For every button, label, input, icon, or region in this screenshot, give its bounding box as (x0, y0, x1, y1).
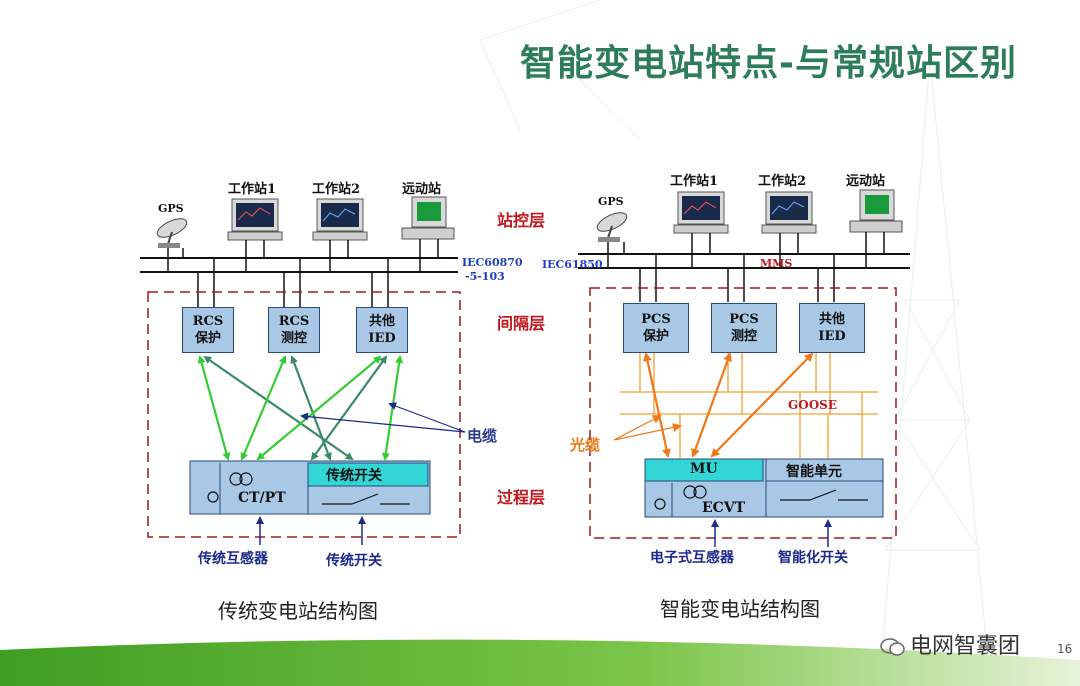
left-dashed-frame (147, 291, 461, 538)
gps-dish-icon (596, 212, 628, 242)
mu-label: MU (690, 461, 718, 477)
smart-unit-label: 智能单元 (786, 464, 842, 480)
right-gps-label: GPS (598, 195, 624, 208)
left-diagram (140, 196, 466, 545)
wechat-icon (880, 637, 906, 657)
left-ctpt-label: CT/PT (238, 490, 286, 506)
right-dashed-frame (589, 287, 897, 539)
left-remote-label: 远动站 (402, 182, 442, 197)
right-remote-label: 远动站 (846, 174, 886, 189)
slide-title: 智能变电站特点-与常规站区别 (520, 43, 1017, 84)
page-number: 16 (1057, 642, 1073, 656)
fiber-label: 光缆 (570, 436, 601, 454)
right-other-ied-box: 共他 IED (799, 303, 865, 353)
right-ws1-label: 工作站1 (670, 174, 719, 189)
footer-green-band (0, 639, 1080, 686)
right-bottom-switch: 智能化开关 (778, 550, 848, 566)
left-gps-label: GPS (158, 202, 184, 215)
right-diagram (578, 189, 910, 547)
left-bottom-transformer: 传统互感器 (198, 551, 268, 567)
left-protocol-line2: -5-103 (465, 270, 505, 283)
ecvt-label: ECVT (702, 500, 746, 516)
right-pcs-measure-box: PCS 测控 (711, 303, 777, 353)
right-ws2-label: 工作站2 (758, 174, 807, 189)
remote-station-icon (401, 196, 455, 240)
watermark-text: 电网智囊团 (910, 634, 1021, 659)
right-caption: 智能变电站结构图 (660, 597, 820, 621)
workstation-1-icon (227, 198, 283, 241)
workstation-2-icon (312, 198, 368, 241)
cable-label: 电缆 (467, 427, 498, 445)
left-ws2-label: 工作站2 (312, 182, 361, 197)
right-pcs-protection-box: PCS 保护 (623, 303, 689, 353)
workstation-2-icon (761, 191, 817, 234)
left-protocol-line1: IEC60870 (462, 256, 523, 269)
left-rcs-measure-box: RCS 测控 (268, 307, 320, 353)
workstation-1-icon (673, 191, 729, 234)
right-protocol-label: IEC61850 (542, 258, 603, 271)
left-rcs-protection-box: RCS 保护 (182, 307, 234, 353)
left-other-ied-box: 共他 IED (356, 307, 408, 353)
right-mms-label: MMS (760, 257, 793, 270)
layer-bay-label: 间隔层 (497, 314, 546, 333)
left-bottom-switch: 传统开关 (326, 553, 382, 569)
right-bottom-transformer: 电子式互感器 (650, 550, 734, 566)
left-caption: 传统变电站结构图 (218, 599, 378, 623)
left-switch-box-label: 传统开关 (326, 468, 382, 484)
goose-label: GOOSE (788, 398, 837, 412)
background-tower-watermark (479, 0, 991, 681)
layer-process-label: 过程层 (497, 488, 546, 507)
left-ws1-label: 工作站1 (228, 182, 277, 197)
watermark: 电网智囊团 (880, 628, 1020, 660)
remote-station-icon (849, 189, 903, 233)
layer-station-label: 站控层 (497, 211, 546, 230)
gps-dish-icon (156, 218, 188, 248)
